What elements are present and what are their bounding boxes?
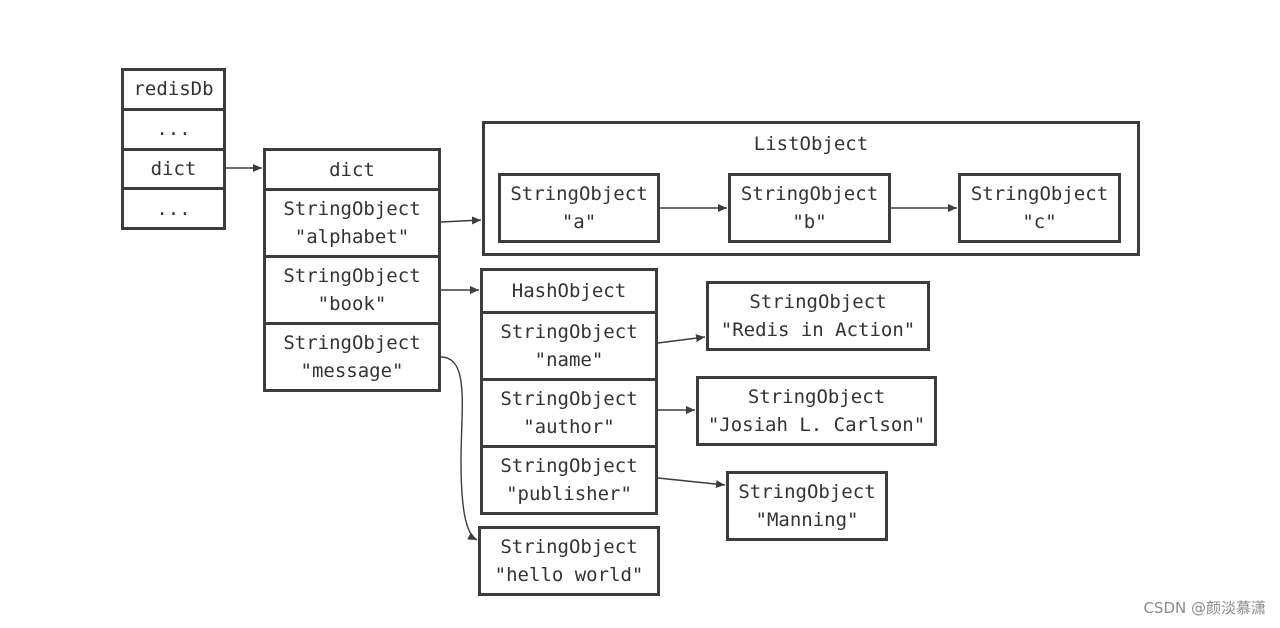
cell-line: "alphabet"	[294, 226, 410, 248]
cell-line: redisDb	[133, 78, 214, 101]
cell-line: StringObject	[747, 386, 886, 408]
edge-name-value	[657, 334, 706, 344]
redisdb-table: redisDb ... dict ...	[121, 68, 226, 230]
cell-line: StringObject	[970, 183, 1109, 205]
hash-value-manning: StringObject "Manning"	[726, 471, 888, 541]
dict-key-message: StringObject "message"	[266, 322, 438, 389]
cell-line: "hello world"	[494, 564, 644, 586]
cell-line: StringObject	[500, 321, 638, 343]
list-object-title: ListObject	[753, 133, 869, 155]
hash-key-name: StringObject "name"	[483, 311, 655, 378]
redisdb-ellipsis-cell: ...	[124, 107, 223, 148]
redisdb-header-cell: redisDb	[124, 71, 223, 108]
cell-line: StringObject	[740, 183, 879, 205]
hash-value-josiah-l-carlson: StringObject "Josiah L. Carlson"	[696, 376, 937, 446]
cell-line: StringObject	[500, 455, 638, 477]
edge-message-hello-world	[440, 356, 478, 541]
cell-line: StringObject	[500, 388, 638, 410]
dict-key-alphabet: StringObject "alphabet"	[266, 188, 438, 255]
watermark: CSDN @颜淡慕潇	[1143, 599, 1266, 617]
cell-line: "name"	[534, 349, 604, 371]
cell-line: "author"	[523, 416, 615, 438]
cell-line: ...	[156, 118, 191, 141]
hash-object-table: HashObject StringObject "name" StringObj…	[480, 268, 658, 515]
cell-line: StringObject	[738, 481, 876, 503]
dict-key-book: StringObject "book"	[266, 255, 438, 322]
cell-line: HashObject	[511, 280, 627, 302]
cell-line: "message"	[300, 360, 404, 382]
hash-value-redis-in-action: StringObject "Redis in Action"	[706, 281, 930, 351]
cell-line: "Josiah L. Carlson"	[707, 414, 926, 436]
cell-line: ...	[156, 197, 191, 220]
dict-header-cell: dict	[266, 151, 438, 188]
cell-line: StringObject	[283, 198, 421, 220]
cell-line: dict	[150, 157, 197, 180]
edge-publisher-value	[657, 477, 726, 489]
cell-line: StringObject	[749, 291, 887, 313]
hash-key-author: StringObject "author"	[483, 378, 655, 445]
cell-line: "publisher"	[506, 483, 632, 505]
cell-line: "b"	[792, 211, 827, 233]
message-value-hello-world: StringObject "hello world"	[478, 526, 660, 596]
cell-line: StringObject	[500, 536, 638, 558]
hash-key-publisher: StringObject "publisher"	[483, 445, 655, 512]
cell-line: "book"	[317, 293, 387, 315]
redisdb-dict-cell: dict	[124, 147, 223, 188]
cell-line: "Redis in Action"	[720, 319, 916, 341]
redisdb-ellipsis-cell: ...	[124, 187, 223, 227]
list-item-b: StringObject "b"	[728, 173, 891, 243]
list-item-a: StringObject "a"	[498, 173, 660, 243]
cell-line: "Manning"	[755, 509, 859, 531]
hash-object-header-cell: HashObject	[483, 271, 655, 311]
cell-line: StringObject	[283, 265, 421, 287]
cell-line: dict	[329, 158, 375, 181]
list-item-c: StringObject "c"	[958, 173, 1121, 243]
cell-line: StringObject	[283, 332, 421, 354]
dict-table: dict StringObject "alphabet" StringObjec…	[263, 148, 441, 392]
cell-line: "a"	[561, 211, 597, 233]
cell-line: StringObject	[510, 183, 648, 205]
cell-line: "c"	[1022, 211, 1057, 233]
edge-alphabet-listobject	[440, 216, 482, 225]
